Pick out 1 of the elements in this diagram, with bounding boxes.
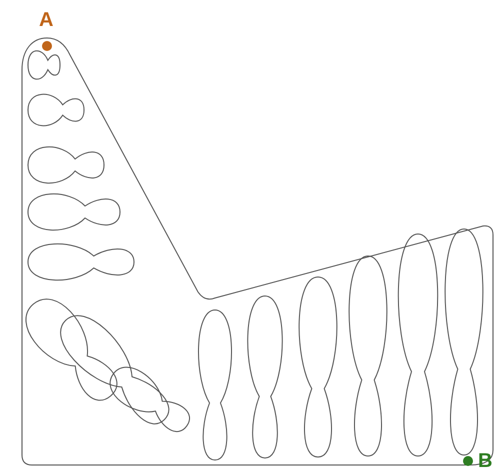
point-label: A <box>39 10 54 30</box>
